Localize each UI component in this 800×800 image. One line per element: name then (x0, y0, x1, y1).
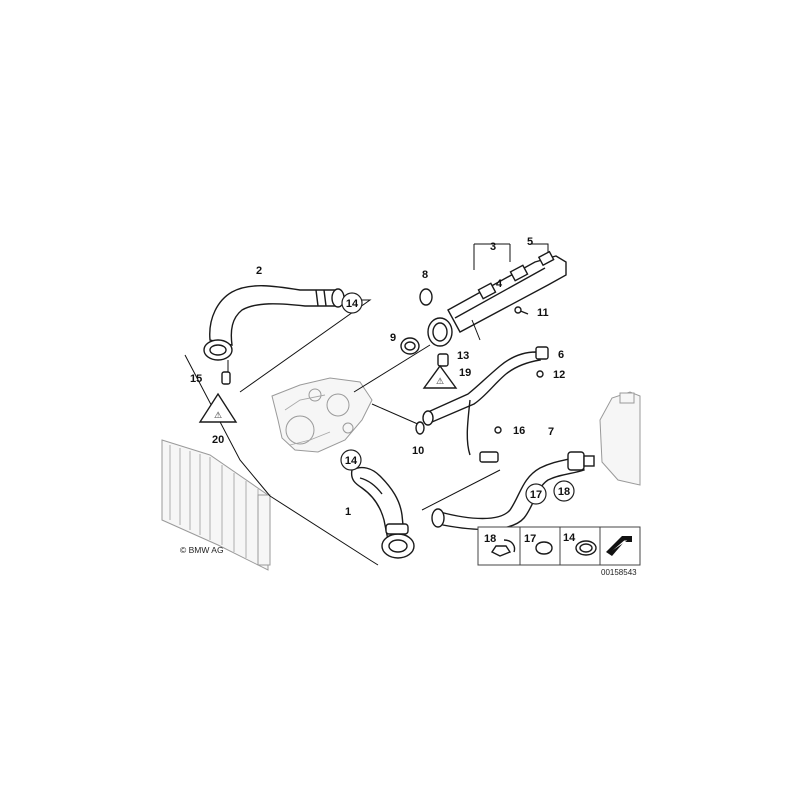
label-11: 11 (537, 307, 549, 319)
sensor-15 (221, 371, 231, 385)
hose-1[interactable] (350, 466, 415, 559)
warning-label-19: ⚠ (422, 364, 458, 389)
radiator-ghost (161, 439, 271, 571)
label-19: 19 (459, 367, 471, 379)
label-6: 6 (558, 349, 564, 361)
hose-7[interactable] (431, 451, 595, 531)
label-8: 8 (422, 269, 428, 281)
hardware-items (221, 288, 544, 435)
svg-text:⚠: ⚠ (214, 410, 222, 420)
label-3: 3 (490, 241, 496, 253)
bolt-12 (536, 370, 544, 378)
drawing-number: 00158543 (601, 568, 637, 577)
label-2: 2 (256, 265, 262, 277)
label-7: 7 (548, 426, 554, 438)
label-15: 15 (190, 373, 202, 385)
label-4: 4 (496, 278, 503, 290)
o-ring-8 (419, 288, 433, 306)
sensor-13 (437, 353, 449, 367)
label-12: 12 (553, 369, 565, 381)
label-20: 20 (212, 434, 224, 446)
circled-17: 17 (530, 489, 542, 501)
part-labels: 1 2 3 4 5 6 7 8 9 10 11 12 13 15 16 19 2… (190, 236, 565, 518)
coolant-rail[interactable] (427, 250, 567, 347)
label-10: 10 (412, 445, 424, 457)
pipe-6[interactable] (422, 346, 549, 463)
label-1: 1 (345, 506, 351, 518)
circled-callouts: 14 14 17 18 (340, 292, 575, 505)
bolt-16 (494, 426, 502, 434)
legend-label-14: 14 (563, 532, 576, 544)
o-ring-10 (415, 421, 425, 435)
copyright-text: © BMW AG (180, 545, 224, 555)
clip-17-icon (535, 541, 553, 555)
engine-block-ghost (271, 377, 373, 453)
clip-18-icon (490, 545, 512, 557)
label-5: 5 (527, 236, 533, 248)
legend-label-17: 17 (524, 533, 536, 545)
clip-18b-icon (503, 539, 516, 553)
circled-14-top: 14 (346, 298, 359, 310)
legend-label-18: 18 (484, 533, 496, 545)
svg-text:⚠: ⚠ (436, 376, 444, 386)
circled-14-mid: 14 (345, 455, 358, 467)
label-16: 16 (513, 425, 525, 437)
label-13: 13 (457, 350, 469, 362)
warning-label-20: ⚠ (198, 392, 238, 423)
expansion-tank-ghost (599, 391, 641, 486)
hose-2[interactable] (203, 285, 345, 361)
circled-18: 18 (558, 486, 570, 498)
clip-legend: 18 17 14 (477, 526, 641, 566)
label-9: 9 (390, 332, 396, 344)
